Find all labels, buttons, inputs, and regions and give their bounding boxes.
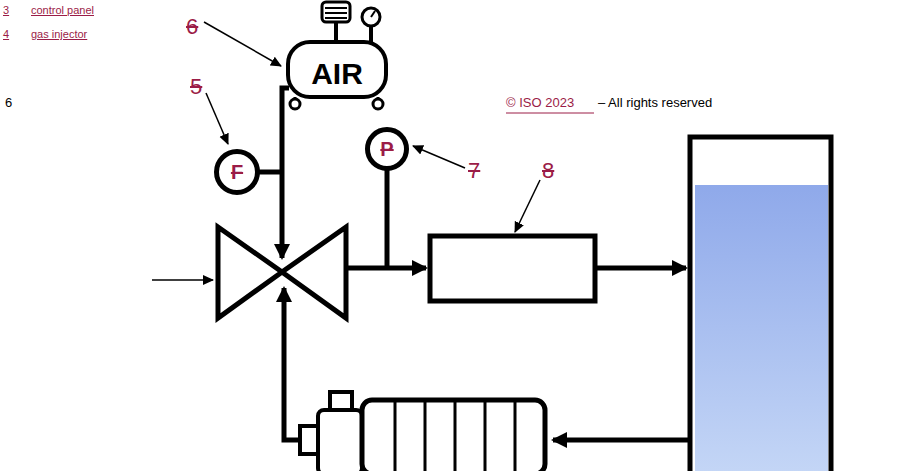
page-number: 6 <box>5 96 12 111</box>
node-text: AIR <box>311 59 363 89</box>
list-text: control panel <box>31 4 94 17</box>
node-text: F <box>231 162 243 182</box>
node-text: P <box>380 139 393 159</box>
callout-number: 7 <box>468 158 480 183</box>
callout-number: 5 <box>190 74 202 99</box>
list-number: 4 <box>3 28 9 41</box>
flow-meter-circle: F <box>214 149 260 195</box>
callout-number: 8 <box>542 158 554 183</box>
copyright-link: © ISO 2023 <box>506 96 574 111</box>
list-text: gas injector <box>31 28 87 41</box>
list-number: 3 <box>3 4 9 17</box>
pressure-gauge-circle: P <box>365 127 409 171</box>
copyright-text: – All rights reserved <box>598 96 712 111</box>
compressor-label: AIR <box>300 55 374 93</box>
callout-number: 6 <box>186 14 198 39</box>
